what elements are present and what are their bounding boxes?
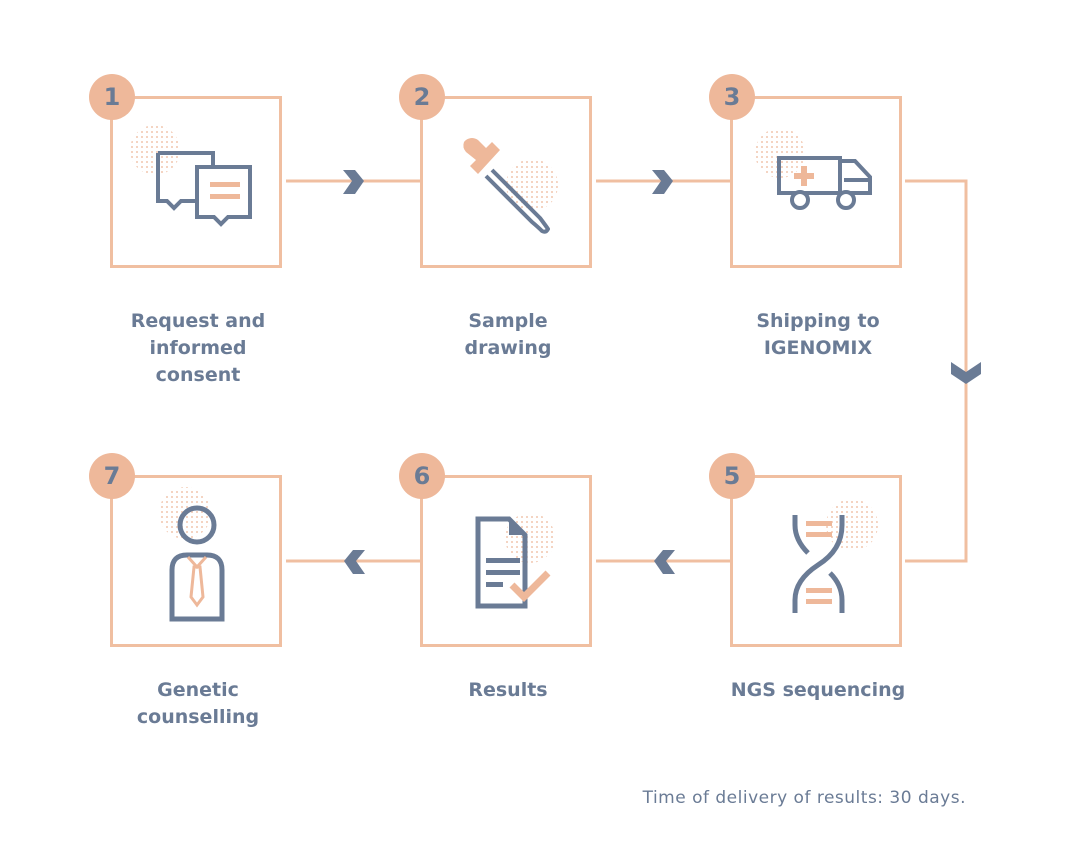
step-5-label: NGS sequencing bbox=[730, 679, 906, 701]
step-6-label: Results bbox=[468, 679, 548, 701]
step-6-badge: 6 bbox=[399, 453, 445, 499]
dna-icon bbox=[792, 499, 878, 613]
delivery-time-note: Time of delivery of results: 30 days. bbox=[642, 788, 966, 808]
arrow-left-icon bbox=[344, 550, 365, 574]
step-3-badge: 3 bbox=[709, 74, 755, 120]
connector-3-5 bbox=[905, 179, 968, 563]
dropper-icon bbox=[463, 138, 558, 234]
step-5-badge: 5 bbox=[709, 453, 755, 499]
chat-bubbles-icon bbox=[130, 125, 252, 227]
step-7-label: Genetic counselling bbox=[136, 679, 260, 728]
step-2-label: Sample drawing bbox=[464, 310, 552, 359]
step-2-badge: 2 bbox=[399, 74, 445, 120]
arrow-left-icon bbox=[654, 550, 675, 574]
step-7-badge: 7 bbox=[89, 453, 135, 499]
arrow-down-icon bbox=[951, 362, 981, 384]
document-check-icon bbox=[475, 513, 555, 609]
person-tie-icon bbox=[159, 487, 225, 622]
step-1-label: Request and informed consent bbox=[130, 310, 266, 386]
arrow-right-icon bbox=[652, 170, 673, 194]
ambulance-truck-icon bbox=[755, 128, 872, 210]
step-3-box bbox=[730, 96, 902, 268]
step-2-box bbox=[420, 96, 592, 268]
step-5-box bbox=[730, 475, 902, 647]
arrow-right-icon bbox=[343, 170, 364, 194]
step-1-badge: 1 bbox=[89, 74, 135, 120]
step-3-label: Shipping to IGENOMIX bbox=[756, 310, 880, 359]
